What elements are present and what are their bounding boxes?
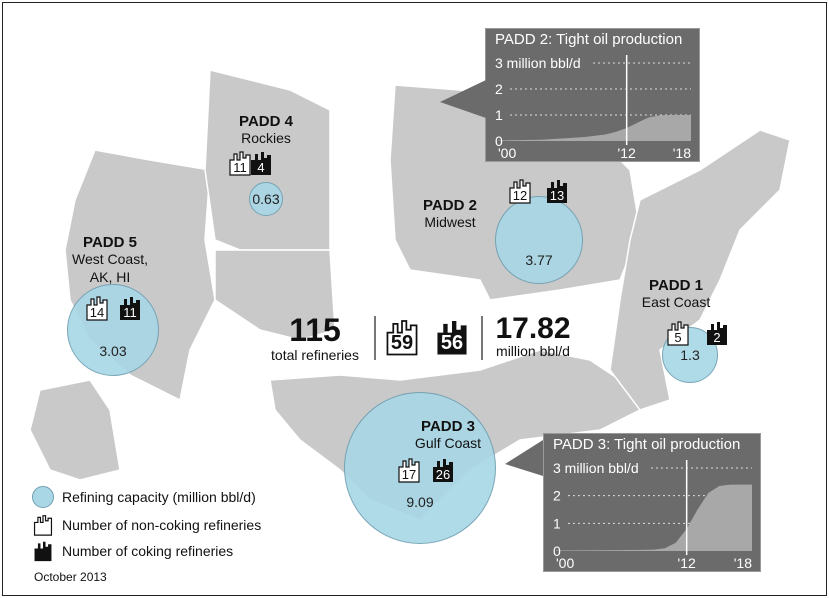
y-tick-label: 3 million bbl/d [495, 55, 581, 71]
coking-refinery-icon: 2 [706, 320, 728, 346]
padd5-capacity-bubble: 3.03 [67, 284, 159, 376]
y-tick-label: 2 [553, 488, 561, 504]
padd1-area: East Coast [641, 294, 711, 310]
coking-refinery-icon: 56 [436, 318, 468, 356]
y-tick-label: 1 [553, 515, 561, 531]
padd3-tight-oil-chart: 0 1 2 3 million bbl/d '00 '12 '18 PADD 3: Tigh… [543, 433, 761, 572]
total-capacity-value: 17.82 [495, 312, 571, 345]
chart-title: PADD 2: Tight oil production [495, 31, 683, 48]
x-tick-label: '12 [618, 145, 636, 161]
y-tick-label: 2 [495, 81, 503, 97]
region-alaska [29, 379, 121, 481]
padd5-area: West Coast, [72, 251, 148, 267]
padd1-label: PADD 1 [649, 277, 703, 294]
x-tick-label: '12 [678, 555, 696, 571]
legend-noncoking: Number of non-coking refineries [32, 514, 261, 536]
padd2-capacity-bubble: 3.77 [495, 196, 583, 284]
noncoking-refinery-icon [33, 515, 53, 536]
y-tick-label: 0 [553, 543, 561, 559]
chart-title: PADD 3: Tight oil production [553, 436, 741, 453]
noncoking-refinery-icon: 17 [398, 457, 420, 483]
padd5-area-2: AK, HI [89, 269, 131, 285]
coking-refinery-icon: 11 [119, 295, 141, 321]
padd2-tight-oil-chart: 0 1 2 3 million bbl/d '00 '12 '18 PADD 2: Tigh… [485, 28, 700, 162]
total-refineries-count: 115 [289, 312, 341, 348]
padd2-area: Midwest [424, 214, 476, 230]
y-tick-label: 3 million bbl/d [553, 460, 639, 476]
coking-refinery-icon: 26 [432, 457, 454, 483]
callout-pointer [440, 80, 486, 118]
callout-pointer [505, 440, 543, 476]
padd4-capacity-bubble: 0.63 [249, 182, 283, 216]
y-tick-label: 0 [495, 133, 503, 149]
coking-refinery-icon [34, 541, 52, 562]
padd2-label: PADD 2 [423, 197, 477, 214]
coking-refinery-icon: 4 [250, 150, 272, 176]
x-tick-label: '18 [673, 145, 691, 161]
x-tick-label: '18 [734, 555, 752, 571]
divider [481, 316, 483, 360]
padd3-label: PADD 3 [421, 418, 475, 435]
legend-capacity: Refining capacity (million bbl/d) [32, 486, 256, 508]
padd3-area: Gulf Coast [414, 435, 482, 451]
divider [374, 316, 376, 360]
y-tick-label: 1 [495, 107, 503, 123]
noncoking-refinery-icon: 5 [667, 320, 689, 346]
region-east [609, 129, 791, 411]
noncoking-refinery-icon: 11 [229, 150, 251, 176]
production-area [498, 115, 691, 141]
bubble-icon [32, 486, 54, 508]
noncoking-refinery-icon: 14 [86, 295, 108, 321]
total-refineries-label: total refineries [271, 347, 359, 363]
legend-coking: Number of coking refineries [32, 540, 233, 562]
noncoking-refinery-icon: 12 [509, 178, 531, 204]
x-tick-label: '00 [498, 145, 516, 161]
noncoking-refinery-icon: 59 [386, 318, 418, 356]
padd4-label: PADD 4 [239, 113, 293, 130]
total-capacity-label: million bbl/d [496, 343, 570, 359]
coking-refinery-icon: 13 [546, 178, 568, 204]
date-label: October 2013 [34, 570, 107, 584]
padd5-label: PADD 5 [83, 234, 137, 251]
padd4-area: Rockies [241, 130, 291, 146]
production-area [556, 484, 752, 551]
region-southwest [214, 249, 336, 341]
x-tick-label: '00 [556, 555, 574, 571]
padd3-capacity-bubble: 9.09 [344, 392, 496, 544]
